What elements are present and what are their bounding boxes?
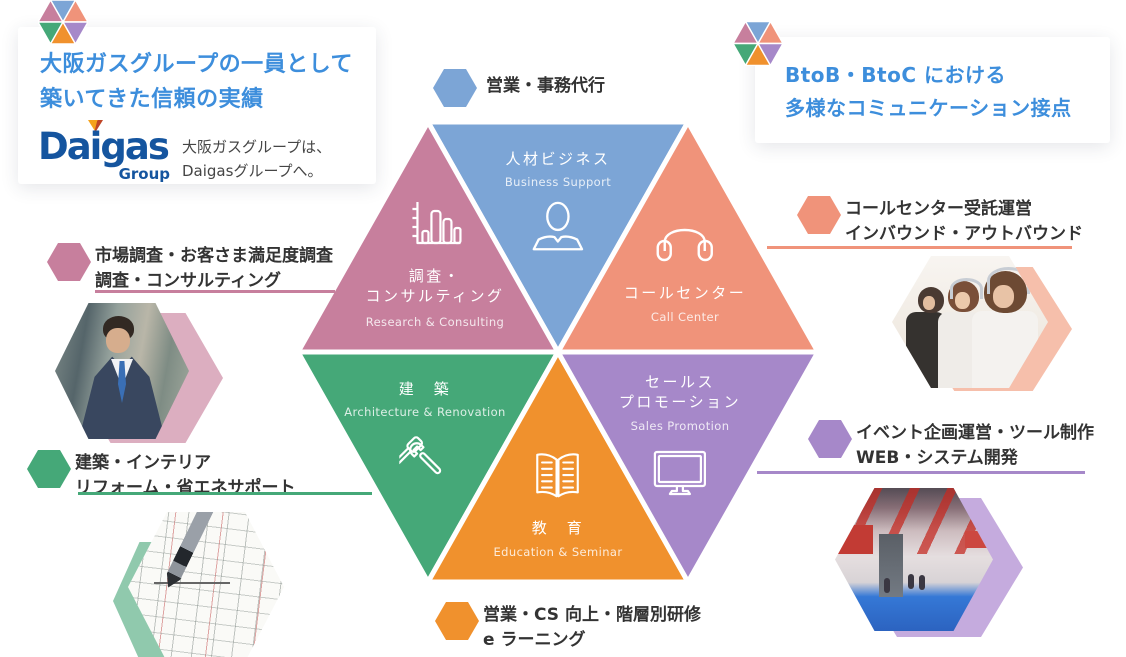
communication-card: BtoB・BtoC における 多様なコミュニケーション接点 <box>755 37 1110 143</box>
bar-chart-icon <box>407 198 463 250</box>
segment-architecture-en: Architecture & Renovation <box>344 405 506 419</box>
segment-architecture-jp: 建 築 <box>398 380 452 398</box>
label-education-line1: 営業・CS 向上・階層別研修 <box>483 605 701 625</box>
operator-face <box>923 296 935 310</box>
segment-sales-jp1: セールス <box>644 373 716 391</box>
event-visitor <box>883 578 890 594</box>
businessman-face <box>106 328 130 353</box>
trust-card-title: 大阪ガスグループの一員として 築いてきた信頼の実績 <box>40 47 376 117</box>
headset-icon <box>950 278 983 299</box>
event-booth-pillar <box>879 533 903 597</box>
decorative-hexagon-icon <box>36 0 90 48</box>
segment-education: 教 育 Education & Seminar <box>494 450 623 560</box>
event-visitor <box>918 575 925 591</box>
label-research: 市場調査・お客さま満足度調査 調査・コンサルティング <box>95 244 333 294</box>
businessman-tie <box>118 361 126 403</box>
label-call-center: コールセンター受託運営 インバウンド・アウトバウンド <box>845 197 1083 247</box>
daigas-logo: Daigas Group <box>38 120 170 185</box>
business-areas-hexagon: 人材ビジネス Business Support <box>298 122 818 582</box>
label-education: 営業・CS 向上・階層別研修 e ラーニング <box>483 603 701 653</box>
blueprint-pencil <box>161 512 213 591</box>
segment-sales-en: Sales Promotion <box>630 419 730 433</box>
daigas-caption-line1: 大阪ガスグループは、 <box>182 138 332 156</box>
open-book-icon <box>531 450 585 502</box>
hexagon-bullet-education <box>435 602 479 640</box>
segment-research-jp1: 調査・ <box>408 267 462 285</box>
label-research-line2: 調査・コンサルティング <box>95 271 281 291</box>
communication-card-title-line2: 多様なコミュニケーション接点 <box>785 96 1072 120</box>
trust-card-title-line1: 大阪ガスグループの一員として <box>40 52 354 77</box>
label-event: イベント企画運営・ツール制作 WEB・システム開発 <box>856 421 1094 471</box>
trust-card: 大阪ガスグループの一員として 築いてきた信頼の実績 Daigas Group 大… <box>18 27 376 184</box>
segment-business-jp: 人材ビジネス <box>505 150 611 168</box>
connector-line-call-center <box>767 246 1072 249</box>
segment-education-en: Education & Seminar <box>493 545 623 559</box>
communication-card-title: BtoB・BtoC における 多様なコミュニケーション接点 <box>785 59 1110 125</box>
connector-line-event <box>757 471 1085 474</box>
event-visitor <box>907 573 914 589</box>
label-education-line2: e ラーニング <box>483 630 586 650</box>
daigas-logo-group-label: Group <box>118 165 170 183</box>
connector-line-research <box>95 290 335 293</box>
segment-sales-jp2: プロモーション <box>618 393 742 411</box>
label-sales-admin: 営業・事務代行 <box>486 74 605 99</box>
label-event-line2: WEB・システム開発 <box>856 448 1018 468</box>
call-center-photo <box>892 256 1048 388</box>
daigas-caption-line2: Daigasグループへ。 <box>182 162 323 180</box>
daigas-logo-row: Daigas Group 大阪ガスグループは、 Daigasグループへ。 <box>38 120 376 185</box>
connector-line-architecture <box>78 492 372 495</box>
daigas-logo-wordmark: Daigas <box>38 125 170 168</box>
label-sales-admin-line1: 営業・事務代行 <box>486 76 605 96</box>
communication-card-title-line1: BtoB・BtoC における <box>785 63 1006 87</box>
segment-business-en: Business Support <box>504 175 612 189</box>
segment-call-jp: コールセンター <box>623 284 747 302</box>
trust-card-title-line2: 築いてきた信頼の実績 <box>40 87 264 112</box>
hexagon-bullet-research <box>47 243 91 281</box>
hexagon-bullet-architecture <box>27 450 71 488</box>
segment-education-jp: 教 育 <box>531 519 585 537</box>
hexagon-bullet-sales-admin <box>433 69 477 107</box>
person-icon <box>529 200 587 256</box>
monitor-icon <box>651 448 709 496</box>
label-architecture-line2: リフォーム・省エネサポート <box>75 478 296 498</box>
headphones-icon <box>653 215 717 265</box>
segment-business-support: 人材ビジネス Business Support <box>505 149 611 256</box>
label-call-center-line1: コールセンター受託運営 <box>845 199 1032 219</box>
segment-sales-promotion: セールス プロモーション Sales Promotion <box>619 372 741 496</box>
label-architecture-line1: 建築・インテリア <box>75 453 211 473</box>
decorative-hexagon-icon <box>731 20 785 70</box>
hexagon-triangles <box>298 122 818 582</box>
label-research-line1: 市場調査・お客さま満足度調査 <box>95 246 333 266</box>
tools-icon <box>399 436 451 484</box>
segment-architecture: 建 築 Architecture & Renovation <box>344 379 505 484</box>
segment-research-en: Research & Consulting <box>365 315 505 329</box>
segment-call-en: Call Center <box>650 310 720 324</box>
segment-research-jp2: コンサルティング <box>365 287 505 305</box>
blueprint-dimension-line <box>154 582 230 584</box>
segment-call-center: コールセンター Call Center <box>624 215 747 325</box>
label-call-center-line2: インバウンド・アウトバウンド <box>845 224 1083 244</box>
daigas-logo-caption: 大阪ガスグループは、 Daigasグループへ。 <box>182 135 331 183</box>
label-event-line1: イベント企画運営・ツール制作 <box>856 423 1094 443</box>
segment-research-consulting: 調査・ コンサルティング Research & Consulting <box>365 198 504 330</box>
event-red-booth <box>835 525 873 554</box>
